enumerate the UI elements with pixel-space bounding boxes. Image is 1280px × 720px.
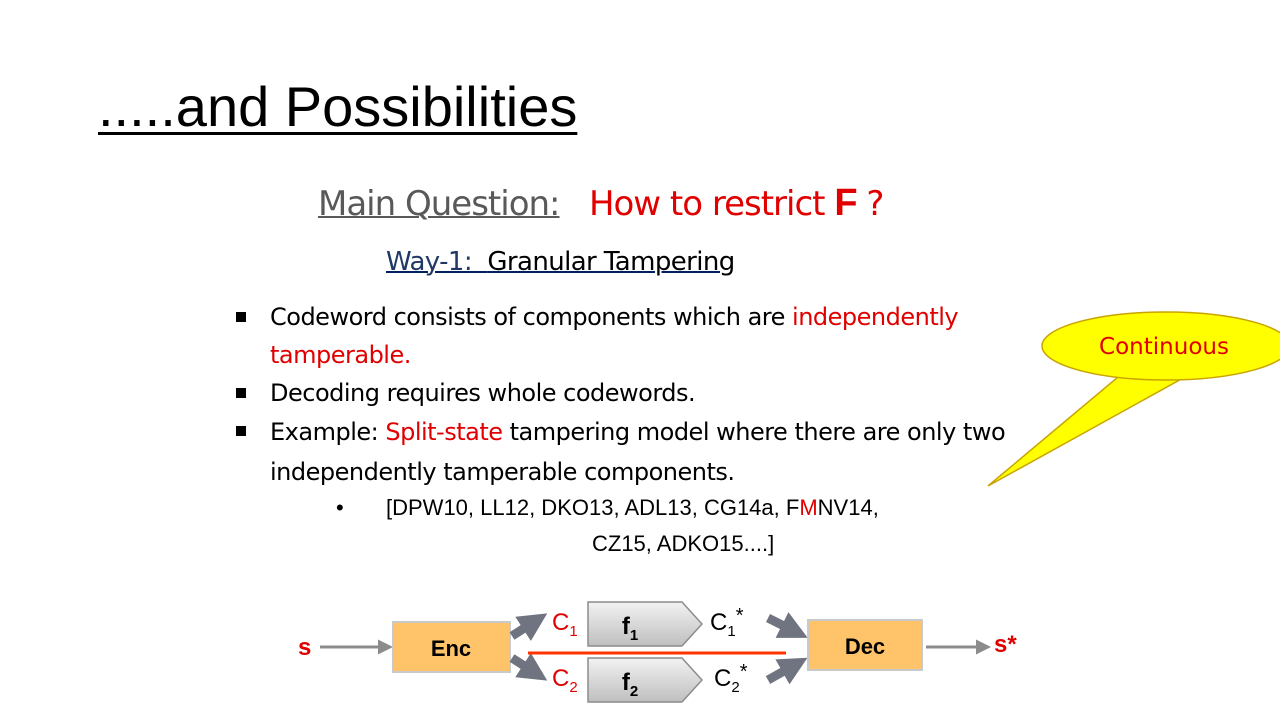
enc-box [392, 621, 511, 673]
c1-label: C1 [552, 609, 578, 640]
c1-star-to-dec-arrow [765, 612, 808, 639]
bullet-text: Decoding requires whole codewords. [270, 379, 696, 407]
question-symbol: F [834, 182, 857, 224]
sub-bullet-dot: • [336, 495, 344, 520]
f1-label: f1 [622, 613, 638, 644]
references-line-1: [DPW10, LL12, DKO13, ADL13, CG14a, FMNV1… [386, 495, 879, 520]
way-label: Way-1: [386, 247, 473, 277]
dec-box [807, 619, 923, 671]
way-heading: Way-1: Granular Tampering [386, 244, 735, 280]
bullet-text: Example: [270, 418, 386, 446]
bullet-text-suffix: tampering model where there are only two… [270, 418, 1006, 486]
callout-ellipse [1041, 311, 1280, 381]
input-s-label: s [298, 634, 311, 661]
references-line-2: CZ15, ADKO15....] [592, 531, 775, 556]
bullet-item: Codeword consists of components which ar… [236, 298, 1056, 374]
f2-box [587, 657, 704, 703]
f1-box [587, 601, 704, 647]
bullet-square-icon [236, 388, 246, 398]
callout-tail [987, 371, 1197, 487]
callout-text: Continuous [1099, 334, 1229, 360]
enc-to-c1-arrow [509, 613, 548, 642]
c1-star-label: C1* [710, 605, 744, 640]
split-state-diagram: s Enc C1 C2 f1 f2 C1* C2* Dec s* [298, 601, 1017, 703]
c2-star-label: C2* [714, 661, 748, 696]
question-mark: ? [866, 184, 884, 224]
output-s-star-label: s* [994, 631, 1017, 658]
enc-to-c2-arrow [509, 652, 548, 681]
c2-label: C2 [552, 665, 578, 696]
bullet-highlight: Split-state [385, 418, 503, 446]
bullet-text: Codeword consists of components which ar… [270, 303, 793, 331]
bullet-item: Decoding requires whole codewords. [236, 374, 1056, 412]
f2-label: f2 [622, 669, 638, 700]
bullet-square-icon [236, 312, 246, 322]
bullet-square-icon [236, 426, 246, 436]
enc-label: Enc [431, 636, 471, 661]
c2-star-to-dec-arrow [765, 657, 808, 685]
question-label: Main Question: [318, 184, 560, 224]
callout-bubble: Continuous [987, 311, 1280, 487]
dec-label: Dec [845, 634, 885, 659]
main-question: Main Question: How to restrict F ? [318, 180, 884, 227]
question-text: How to restrict [588, 184, 826, 224]
bullet-highlight: independently tamperable. [270, 303, 959, 369]
way-text: Granular Tampering [487, 247, 735, 277]
bullet-item: Example: Split-state tampering model whe… [236, 412, 1056, 492]
page-title: .....and Possibilities [98, 75, 578, 138]
